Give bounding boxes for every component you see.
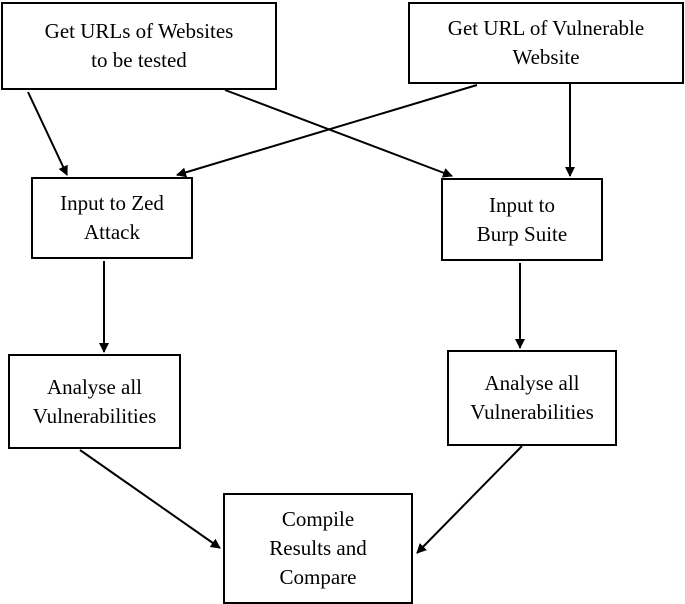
get-vulnerable-url-box: Get URL of Vulnerable Website	[408, 2, 684, 84]
zed-attack-input-label: Input to Zed Attack	[60, 191, 164, 244]
arrow-get-vuln-url-to-zed-input	[176, 84, 478, 178]
compile-results-box: Compile Results and Compare	[223, 493, 413, 604]
arrow-get-urls-to-burp-input	[224, 89, 453, 178]
arrow-analyse-right-to-compile	[416, 445, 523, 554]
compile-results-label: Compile Results and Compare	[269, 507, 367, 589]
analyse-vulnerabilities-left-label: Analyse all Vulnerabilities	[32, 374, 157, 428]
analyse-vulnerabilities-right-box: Analyse all Vulnerabilities	[447, 350, 617, 446]
zed-attack-input-box: Input to Zed Attack	[31, 177, 193, 259]
burp-suite-input-label: Input to Burp Suite	[476, 192, 568, 246]
analyse-vulnerabilities-left-box: Analyse all Vulnerabilities	[8, 354, 181, 449]
get-urls-label: Get URLs of Websites to be tested	[44, 19, 234, 72]
arrow-analyse-left-to-compile	[79, 449, 221, 549]
burp-suite-input-box: Input to Burp Suite	[441, 178, 603, 261]
get-urls-box: Get URLs of Websites to be tested	[1, 2, 277, 90]
get-vulnerable-url-label: Get URL of Vulnerable Website	[447, 16, 645, 69]
analyse-vulnerabilities-right-label: Analyse all Vulnerabilities	[470, 371, 594, 424]
arrow-get-urls-to-zed-input	[27, 91, 68, 176]
